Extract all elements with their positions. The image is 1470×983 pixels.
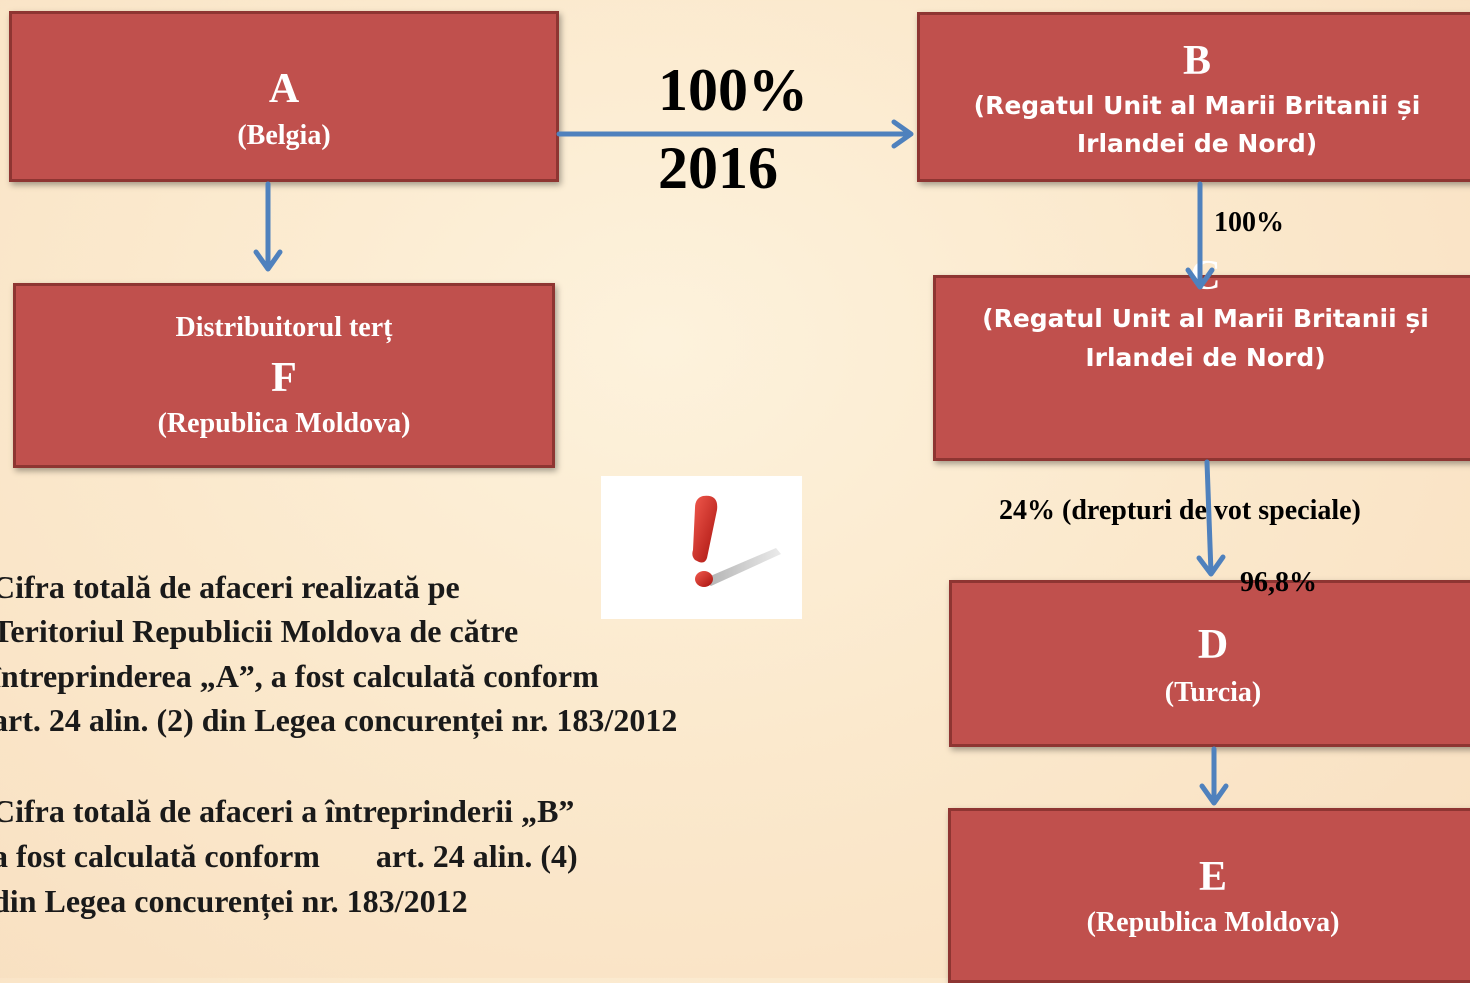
note-line: din Legea concurenței nr. 183/2012 [0, 883, 468, 919]
exclamation-mark-icon [601, 476, 802, 619]
node-f-letter: F [271, 355, 297, 401]
arrow-a-b [556, 119, 914, 149]
node-b-country-line1: (Regatul Unit al Marii Britanii și [973, 91, 1421, 120]
node-f-country: (Republica Moldova) [157, 408, 411, 439]
node-c-country-line2: Irlandei de Nord) [1085, 343, 1326, 372]
note-line: Teritoriul Republicii Moldova de către [0, 613, 519, 649]
node-c: C (Regatul Unit al Marii Britanii și Irl… [933, 253, 1470, 461]
node-b: B (Regatul Unit al Marii Britanii și Irl… [917, 12, 1470, 182]
node-b-country-line2: Irlandei de Nord) [1076, 129, 1318, 158]
node-e-letter: E [1198, 854, 1227, 900]
note-line: art. 24 alin. (2) din Legea concurenței … [0, 702, 678, 738]
arrow-c-d [1196, 459, 1226, 577]
note-line: Cifra totală de afaceri a întreprinderii… [0, 793, 575, 829]
node-d: D (Turcia) [949, 580, 1470, 747]
node-d-country: (Turcia) [1164, 677, 1262, 708]
node-d-letter: D [1197, 622, 1229, 668]
edge-a-b-percent: 100% [658, 57, 808, 123]
edge-c-d-percent: 96,8% [1240, 567, 1317, 598]
node-a-letter: A [268, 66, 300, 112]
note-line: Cifra totală de afaceri realizată pe [0, 569, 460, 605]
arrow-d-e [1199, 746, 1229, 806]
edge-b-c-percent: 100% [1214, 207, 1284, 238]
arrow-b-c [1185, 181, 1215, 290]
node-e-country: (Republica Moldova) [1086, 907, 1340, 938]
node-e: E (Republica Moldova) [948, 808, 1470, 983]
note-line: întreprinderea „A”, a fost calculată con… [0, 658, 599, 694]
node-c-country-line1: (Regatul Unit al Marii Britanii și [982, 304, 1429, 333]
edge-c-d-rights: 24% (drepturi de vot speciale) [999, 495, 1361, 526]
note-line: a fost calculată conform art. 24 alin. (… [0, 838, 578, 874]
node-a: A (Belgia) [9, 11, 559, 182]
node-a-country: (Belgia) [237, 120, 331, 151]
edge-a-b-year: 2016 [658, 135, 778, 201]
node-f: Distribuitorul terț F (Republica Moldova… [13, 283, 555, 468]
node-f-title: Distribuitorul terț [175, 312, 393, 343]
arrow-a-f [253, 181, 283, 272]
node-b-letter: B [1182, 38, 1211, 84]
